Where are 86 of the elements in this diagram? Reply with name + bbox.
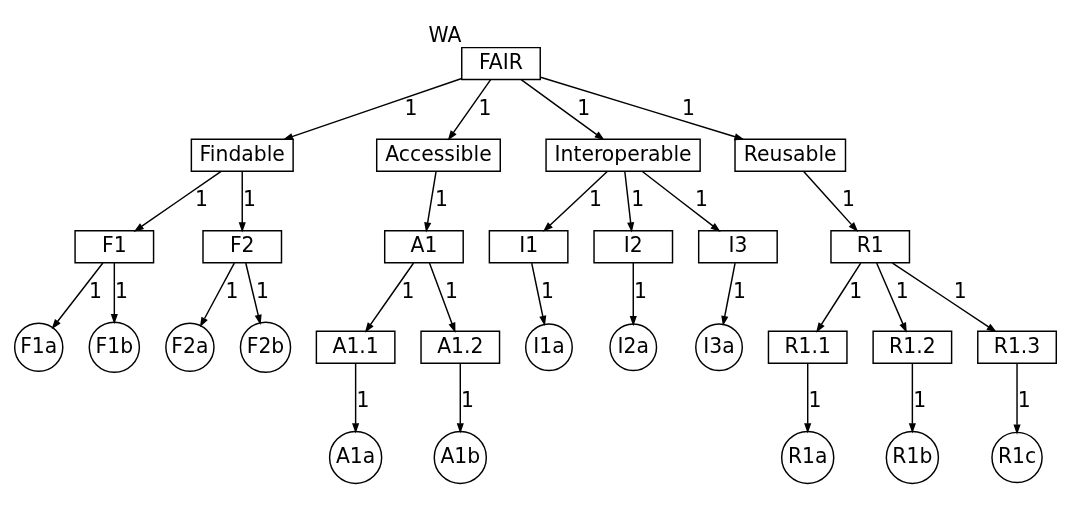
edge-label: 1 <box>1017 388 1031 413</box>
node-circle: I2a <box>609 323 658 372</box>
node-circle: I3a <box>695 323 743 372</box>
arrow <box>804 362 812 434</box>
node-label: WA <box>428 23 462 48</box>
edge-label: 1 <box>401 278 415 303</box>
node-box: R1.3 <box>977 330 1057 364</box>
arrow <box>424 170 437 233</box>
edge-label: 1 <box>953 278 967 303</box>
arrow <box>51 262 104 330</box>
edge-label: 1 <box>841 187 855 212</box>
arrow <box>629 262 637 327</box>
edge-label: 1 <box>404 95 418 120</box>
arrow <box>542 170 609 232</box>
arrow <box>428 262 456 333</box>
arrow <box>245 262 262 325</box>
edge-label: 1 <box>195 187 209 212</box>
arrow <box>641 170 721 232</box>
node-box: R1.1 <box>767 330 848 364</box>
arrow <box>816 262 862 333</box>
arrow <box>624 170 635 233</box>
edge-label: 1 <box>434 187 448 212</box>
edge-label: 1 <box>695 187 709 212</box>
arrow <box>531 262 547 327</box>
edge-label: 1 <box>356 388 370 413</box>
node-circle: F1b <box>88 321 141 373</box>
node-circle: F2b <box>239 321 292 373</box>
edge-label: 1 <box>461 388 475 413</box>
arrow <box>364 262 415 333</box>
arrow <box>721 262 736 327</box>
edge-label: 1 <box>577 95 591 120</box>
node-box: R1.2 <box>872 330 953 364</box>
edge-label: 1 <box>682 95 695 120</box>
node-box: F1 <box>74 230 155 264</box>
node-circle: I1a <box>524 323 573 372</box>
edge-label: 1 <box>895 278 909 303</box>
edge-label: 1 <box>115 278 129 303</box>
arrow <box>352 362 360 434</box>
arrow <box>908 362 916 434</box>
node-box: FAIR <box>461 46 541 81</box>
node-circle: F1a <box>13 322 64 372</box>
arrow <box>539 76 745 141</box>
node-box: Findable <box>190 138 294 172</box>
edge-label: 1 <box>589 187 602 212</box>
arrow <box>891 262 997 333</box>
node-box: A1.1 <box>315 330 396 364</box>
arrow <box>456 362 464 434</box>
edge-label: 1 <box>631 187 645 212</box>
arrow <box>802 170 859 232</box>
node-box: Reusable <box>734 138 847 172</box>
edge-label: 1 <box>225 278 239 303</box>
node-box: R1 <box>830 230 911 264</box>
edge-label: 1 <box>88 278 102 303</box>
node-box: I3 <box>697 230 778 264</box>
edge-label: 1 <box>445 278 459 303</box>
node-box: F2 <box>202 230 283 264</box>
arrow <box>520 78 605 141</box>
arrow <box>875 262 907 333</box>
arrow <box>1013 362 1021 435</box>
node-box: Accessible <box>376 138 501 172</box>
edge-label: 1 <box>913 388 927 413</box>
node-box: I2 <box>593 230 674 264</box>
arrow <box>199 262 236 328</box>
node-box: A1.2 <box>420 330 501 364</box>
edge-label: 1 <box>849 278 863 303</box>
arrow <box>238 170 246 233</box>
arrow <box>282 77 463 140</box>
arrow <box>447 78 492 141</box>
edge-label: 1 <box>478 95 492 120</box>
node-circle: A1b <box>433 430 488 485</box>
edge-label: 1 <box>732 278 746 303</box>
node-box: I1 <box>488 230 569 264</box>
node-circle: R1a <box>780 430 835 485</box>
edge-label: 1 <box>256 278 270 303</box>
node-box: Interoperable <box>545 138 701 172</box>
node-box: A1 <box>383 230 464 264</box>
edge-label: 1 <box>634 278 648 303</box>
arrow <box>133 170 222 232</box>
node-circle: F2a <box>165 322 215 372</box>
node-circle: A1a <box>328 430 383 485</box>
edge-label: 1 <box>243 187 256 212</box>
edge-label: 1 <box>808 388 822 413</box>
node-circle: R1b <box>885 430 940 485</box>
edge-label: 1 <box>541 278 554 303</box>
node-circle: R1c <box>991 431 1043 484</box>
arrow <box>110 262 118 325</box>
